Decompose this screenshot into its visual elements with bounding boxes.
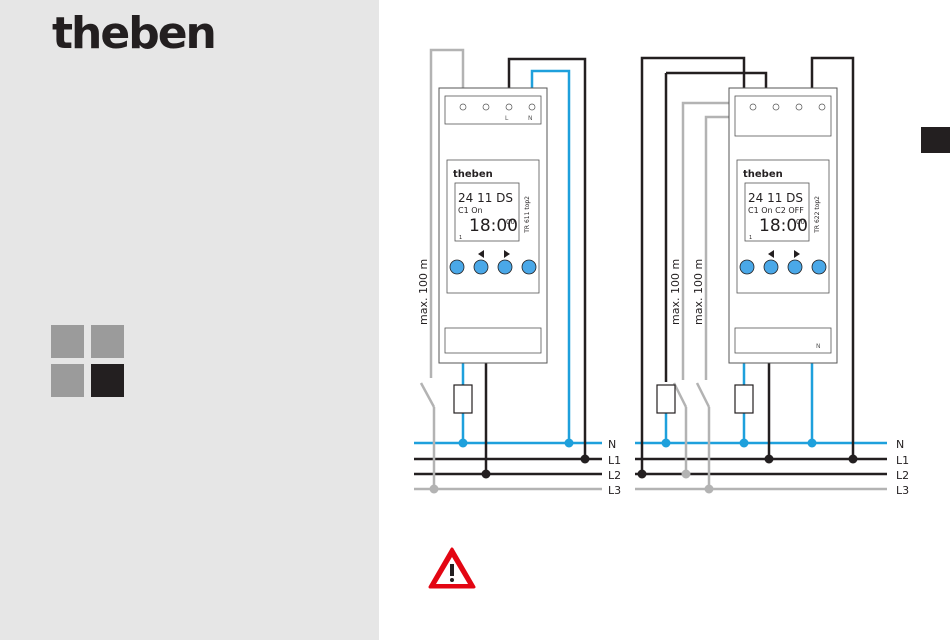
square-bottom-left — [51, 364, 84, 397]
device1-button-1[interactable] — [450, 260, 464, 274]
device1-lcd-switch: 1 — [459, 235, 462, 241]
device1-lcd-seconds: 00 — [506, 218, 515, 226]
device2-button-4[interactable] — [812, 260, 826, 274]
device1-brand: theben — [453, 169, 493, 180]
load-d2-b — [735, 385, 753, 413]
square-top-left — [51, 325, 84, 358]
device2-lcd-seconds: 00 — [796, 218, 805, 226]
device2-button-1[interactable] — [740, 260, 754, 274]
junction-d2-l2-1 — [638, 470, 647, 479]
switch-d1 — [421, 383, 434, 407]
bus-label-l2: L2 — [608, 469, 621, 482]
bus-label-n: N — [608, 438, 616, 451]
device1-top-terminals — [445, 96, 541, 124]
cable-label-d2-a: max. 100 m — [669, 259, 682, 325]
device1-button-4[interactable] — [522, 260, 536, 274]
device1-lcd-line2: C1 On — [458, 206, 483, 215]
switch-d2-b — [697, 383, 709, 407]
junctions-d2 — [638, 439, 858, 494]
junction-d2-n-1 — [662, 439, 671, 448]
theben-logo: theben — [52, 12, 215, 56]
bus-label-l2-right: L2 — [896, 469, 909, 482]
warning-exclamation-dot — [450, 578, 454, 582]
junctions-d1 — [430, 439, 590, 494]
junction-d2-l2-2 — [682, 470, 691, 479]
device1-button-3[interactable] — [498, 260, 512, 274]
warning-exclamation-bar — [450, 564, 454, 576]
junction-d2-n-2 — [740, 439, 749, 448]
load-d1 — [454, 385, 472, 413]
junction-d1-l3 — [430, 485, 439, 494]
bus-label-l1: L1 — [608, 454, 621, 467]
junction-d1-l1 — [581, 455, 590, 464]
device2-button-2[interactable] — [764, 260, 778, 274]
terminal-n-d2: N — [816, 343, 821, 350]
bus-label-n-right: N — [896, 438, 904, 451]
wiring-diagram-svg: N L1 L2 L3 N L1 L2 L3 L N theben — [379, 0, 950, 640]
cable-label-d1: max. 100 m — [417, 259, 430, 325]
wire-black-d2-top2 — [666, 73, 766, 90]
bus-label-l1-right: L1 — [896, 454, 909, 467]
device2-model: TR 622 top2 — [814, 196, 821, 234]
device2-lcd-line2: C1 On C2 OFF — [748, 206, 804, 215]
device1-button-2[interactable] — [474, 260, 488, 274]
wiring-diagram: N L1 L2 L3 N L1 L2 L3 L N theben — [379, 0, 950, 640]
left-panel: theben — [0, 0, 379, 640]
terminal-n-d1: N — [528, 115, 533, 122]
junction-d2-n-3 — [808, 439, 817, 448]
junction-d2-l1-1 — [765, 455, 774, 464]
device2-brand: theben — [743, 169, 783, 180]
warning-triangle-icon — [430, 549, 474, 587]
square-top-right — [91, 325, 124, 358]
square-bottom-right — [91, 364, 124, 397]
junction-d1-n-load — [459, 439, 468, 448]
device2-button-3[interactable] — [788, 260, 802, 274]
switch-d2-a — [674, 383, 686, 407]
junction-d2-l3 — [705, 485, 714, 494]
device2-top-terminals — [735, 96, 831, 136]
device1: L N theben TR 611 top2 24 11 DS C1 On 18… — [439, 88, 547, 363]
bus-label-l3-right: L3 — [896, 484, 909, 497]
cable-label-d2-b: max. 100 m — [692, 259, 705, 325]
load-d2-a — [657, 385, 675, 413]
device2-lcd-line1: 24 11 DS — [748, 191, 803, 205]
device1-lcd-line1: 24 11 DS — [458, 191, 513, 205]
device2: theben TR 622 top2 24 11 DS C1 On C2 OFF… — [729, 88, 837, 363]
junction-d2-l1-2 — [849, 455, 858, 464]
junction-d1-l2 — [482, 470, 491, 479]
device2-lcd-switch: 1 — [749, 235, 752, 241]
junction-d1-n — [565, 439, 574, 448]
device1-model: TR 611 top2 — [524, 196, 531, 234]
device1-bottom-terminals — [445, 328, 541, 353]
bus-label-l3: L3 — [608, 484, 621, 497]
